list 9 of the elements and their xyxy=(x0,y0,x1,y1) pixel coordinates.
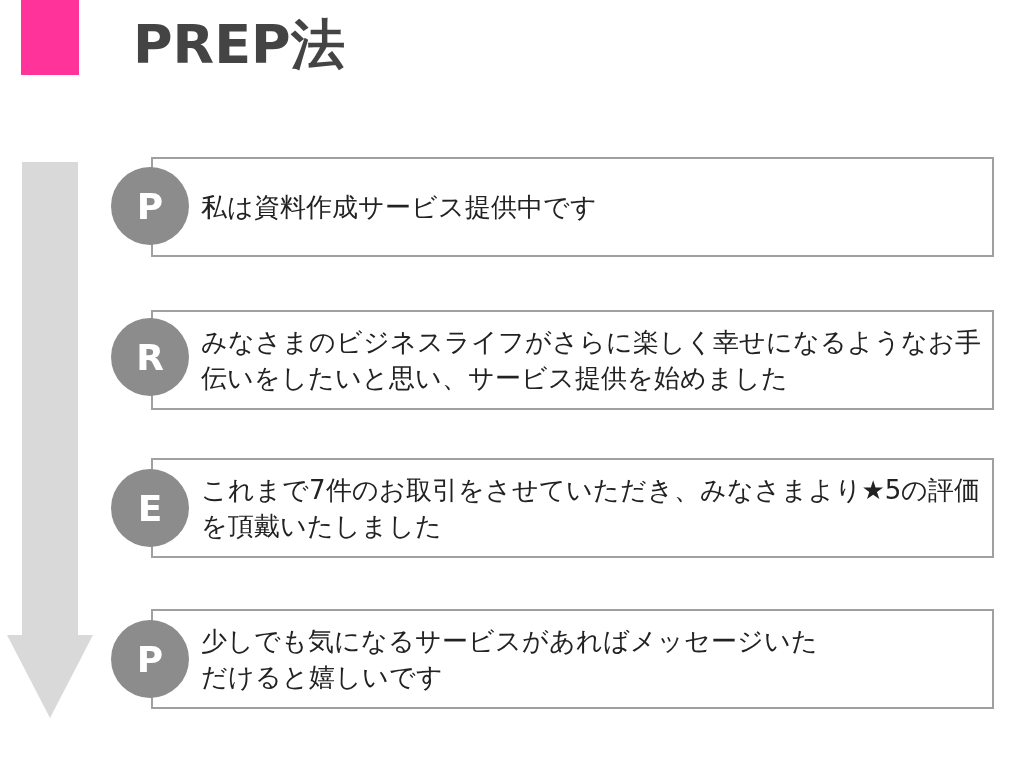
step-letter-circle: P xyxy=(111,167,189,245)
step-text: 私は資料作成サービス提供中です xyxy=(201,191,597,224)
step-text: これまで7件のお取引をさせていただき、みなさまより★5の評価を頂戴いたしました xyxy=(201,474,982,543)
step-letter-circle: E xyxy=(111,469,189,547)
title: PREP法 xyxy=(133,12,345,78)
step-text: みなさまのビジネスライフがさらに楽しく幸せになるようなお手伝いをしたいと思い、サービス提供を始めました xyxy=(201,326,982,395)
step-letter-circle: P xyxy=(111,620,189,698)
step-text: 少しでも気になるサービスがあればメッセージいただけると嬉しいです xyxy=(201,625,819,694)
step-letter-circle: R xyxy=(111,318,189,396)
